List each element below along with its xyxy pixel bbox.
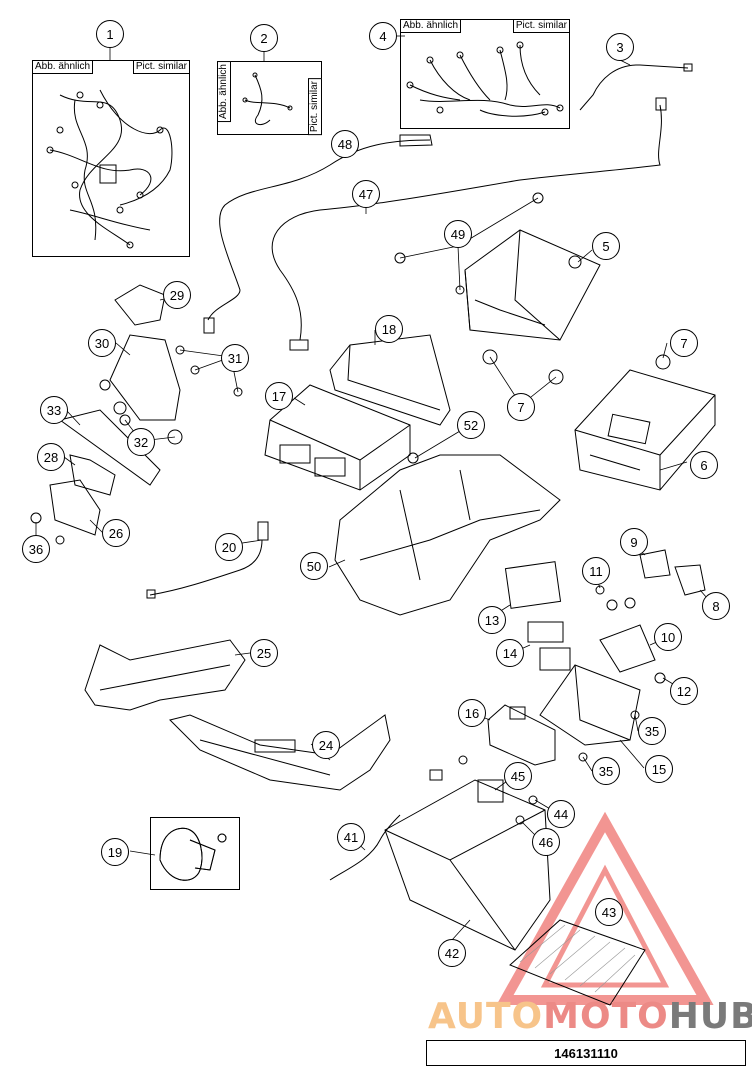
callout-19: 19	[101, 838, 129, 866]
frame-part-1: Abb. ähnlich Pict. similar	[32, 60, 190, 257]
label-abb-aehnlich-vertical: Abb. ähnlich	[217, 61, 231, 123]
callout-4: 4	[369, 22, 397, 50]
callout-35b: 35	[592, 757, 620, 785]
part-48-cable	[207, 139, 431, 321]
callout-41: 41	[337, 823, 365, 851]
label-pict-similar: Pict. similar	[512, 19, 570, 33]
callout-20: 20	[215, 533, 243, 561]
callout-44: 44	[547, 800, 575, 828]
callout-1: 1	[96, 20, 124, 48]
callout-14: 14	[496, 639, 524, 667]
part-3-cable	[579, 64, 689, 111]
callout-46: 46	[532, 828, 560, 856]
frame-part-19	[150, 817, 240, 890]
part-5-module	[464, 229, 601, 341]
callout-45: 45	[504, 762, 532, 790]
drawing-number-box: 146131110	[426, 1040, 746, 1066]
callout-26: 26	[102, 519, 130, 547]
callout-5: 5	[592, 232, 620, 260]
part-6-ecu	[574, 369, 716, 491]
callout-29: 29	[163, 281, 191, 309]
callout-24: 24	[312, 731, 340, 759]
part-25-bracket	[84, 639, 246, 711]
callout-31: 31	[221, 344, 249, 372]
label-pict-similar: Pict. similar	[132, 60, 190, 74]
part-42-battery	[384, 755, 551, 951]
callout-36: 36	[22, 535, 50, 563]
callout-7a: 7	[670, 329, 698, 357]
callout-32: 32	[127, 428, 155, 456]
part-17-unit	[264, 384, 411, 491]
callout-6: 6	[690, 451, 718, 479]
part-50-tray	[334, 454, 561, 616]
callout-50: 50	[300, 552, 328, 580]
watermark-text: AUTOMOTOHUB	[428, 996, 752, 1037]
part-43-mat	[509, 919, 646, 1006]
label-pict-similar-vertical: Pict. similar	[308, 77, 322, 135]
part-24-bracket	[169, 714, 391, 791]
callout-10: 10	[654, 623, 682, 651]
callout-42: 42	[438, 939, 466, 967]
callout-52: 52	[457, 411, 485, 439]
callout-11: 11	[582, 557, 610, 585]
part-41-cable	[329, 814, 401, 881]
part-47-cable	[271, 104, 662, 341]
callout-12: 12	[670, 677, 698, 705]
callout-35a: 35	[638, 717, 666, 745]
callout-16: 16	[458, 699, 486, 727]
callout-47: 47	[352, 180, 380, 208]
left-bracket-parts	[30, 284, 243, 545]
callout-9: 9	[620, 528, 648, 556]
callout-7b: 7	[507, 393, 535, 421]
watermark-part-3: HUB	[668, 996, 752, 1037]
callout-15: 15	[645, 755, 673, 783]
callout-25: 25	[250, 639, 278, 667]
callout-17: 17	[265, 382, 293, 410]
callout-13: 13	[478, 606, 506, 634]
label-abb-aehnlich: Abb. ähnlich	[32, 60, 94, 74]
callout-2: 2	[250, 24, 278, 52]
part-20-cable	[149, 539, 263, 596]
part-4-harness	[406, 41, 564, 117]
callout-48: 48	[331, 130, 359, 158]
callout-8: 8	[702, 592, 730, 620]
label-abb-aehnlich: Abb. ähnlich	[400, 19, 462, 33]
drawing-number: 146131110	[554, 1045, 618, 1061]
callout-49: 49	[444, 220, 472, 248]
frame-part-4: Abb. ähnlich Pict. similar	[400, 19, 570, 129]
callout-30: 30	[88, 329, 116, 357]
callout-18: 18	[375, 315, 403, 343]
callout-33: 33	[40, 396, 68, 424]
part-18-cover	[329, 334, 451, 426]
watermark-part-2: MOTO	[543, 996, 669, 1037]
callout-3: 3	[606, 33, 634, 61]
watermark-part-1: AUTO	[428, 996, 544, 1037]
watermark-triangle	[496, 811, 714, 1005]
frame-part-2: Abb. ähnlich Pict. similar	[217, 61, 322, 135]
callout-28: 28	[37, 443, 65, 471]
callout-43: 43	[595, 898, 623, 926]
